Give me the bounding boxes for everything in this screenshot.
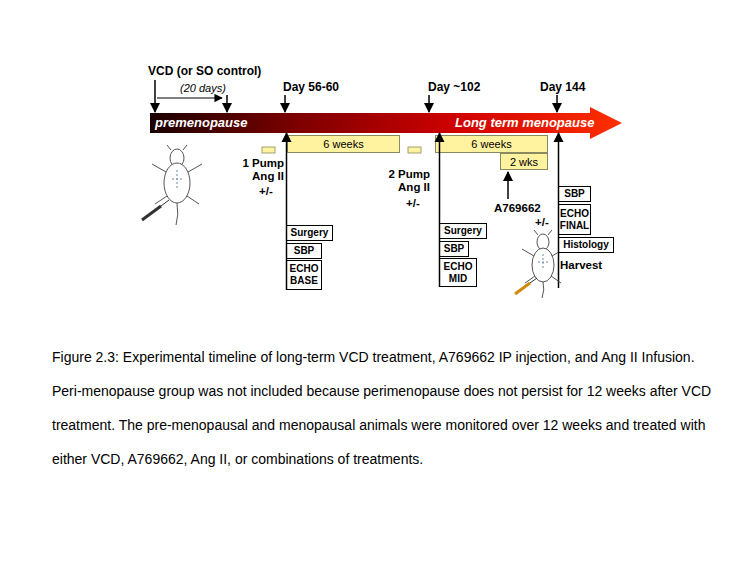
box-text: 6 weeks <box>323 138 363 150</box>
measurement-box: SBP <box>286 243 322 259</box>
box-text: SBP <box>564 188 585 200</box>
down-arrow <box>556 95 558 112</box>
box-text: ECHO BASE <box>288 263 320 287</box>
down-arrow <box>428 95 430 112</box>
duration-label: (20 days) <box>180 81 226 95</box>
box-text: 6 weeks <box>471 138 511 150</box>
drug-label: A769662 <box>494 201 541 215</box>
timeline-band: premenopauseLong term menopause <box>150 113 590 133</box>
pump-label: 1 Pump Ang II <box>232 157 284 183</box>
measurement-box: SBP <box>558 186 591 202</box>
measurement-box: SBP <box>439 241 469 257</box>
measurement-box: ECHO BASE <box>286 260 322 290</box>
up-arrow <box>507 172 509 199</box>
timeline-connector <box>286 133 288 290</box>
pump-label: 2 Pump Ang II <box>378 168 430 194</box>
measurement-box: Surgery <box>286 225 333 241</box>
duration-arrow <box>157 97 222 98</box>
day-label: Day 56-60 <box>283 80 339 94</box>
duration-box: 6 weeks <box>435 135 548 153</box>
box-text: Histology <box>563 239 609 251</box>
box-text: Surgery <box>291 227 329 239</box>
measurement-box: Histology <box>558 237 614 253</box>
treatment-label: VCD (or SO control) <box>148 64 261 78</box>
harvest-label: Harvest <box>560 258 602 272</box>
duration-box: 6 weeks <box>287 135 400 153</box>
figure-caption: Figure 2.3: Experimental timeline of lon… <box>52 340 720 476</box>
measurement-box: ECHO MID <box>439 258 477 287</box>
plus-minus: +/- <box>535 215 549 229</box>
plus-minus: +/- <box>406 196 420 210</box>
box-text: ECHO FINAL <box>560 208 589 232</box>
phase-label: premenopause <box>155 115 247 131</box>
duration-box: 2 wks <box>500 153 548 170</box>
mouse-illustration <box>142 145 202 225</box>
timeline-line <box>558 253 560 288</box>
measurement-box: Surgery <box>439 223 487 239</box>
down-arrow <box>284 95 286 112</box>
day-label: Day 144 <box>540 80 585 94</box>
timeline-connector <box>558 133 560 253</box>
box-text: SBP <box>294 245 315 257</box>
day-label: Day ~102 <box>428 80 480 94</box>
box-text: SBP <box>444 243 465 255</box>
down-arrow <box>226 95 228 112</box>
measurement-box: ECHO FINAL <box>558 204 591 235</box>
mouse-illustration <box>515 230 564 298</box>
box-text: ECHO MID <box>441 261 475 285</box>
box-text: Surgery <box>444 225 482 237</box>
down-arrow <box>154 80 156 112</box>
pump-symbol <box>262 147 275 153</box>
plus-minus: +/- <box>259 184 273 198</box>
phase-label: Long term menopause <box>455 115 594 131</box>
timeline-connector <box>439 133 441 287</box>
box-text: 2 wks <box>510 156 538 168</box>
pump-symbol <box>408 147 421 153</box>
